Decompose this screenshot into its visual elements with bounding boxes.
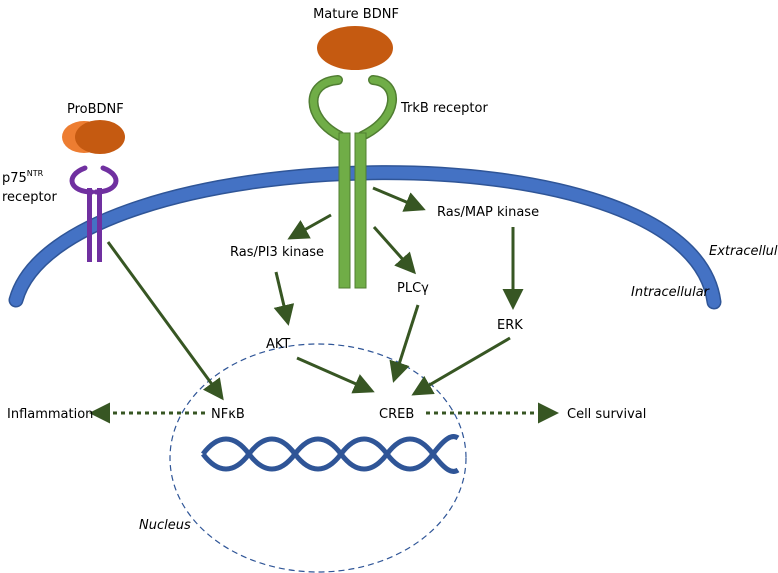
arrow-erk-to-creb [411, 336, 511, 396]
extracellular-label: Extracellular [709, 244, 778, 259]
arrow-trkb-to-ras-pi3 [287, 213, 332, 240]
p75-receptor-word-label: receptor [2, 190, 58, 205]
arrow-plc-to-creb [389, 304, 420, 383]
ras-pi3-kinase-label: Ras/PI3 kinase [230, 245, 324, 260]
creb-label: CREB [379, 407, 414, 422]
plc-gamma-label: PLCγ [397, 281, 429, 296]
nucleus-label: Nucleus [139, 518, 191, 533]
erk-label: ERK [497, 318, 523, 333]
intracellular-label: Intracellular [631, 285, 711, 300]
cell-survival-label: Cell survival [567, 407, 646, 422]
probdnf-label: ProBDNF [67, 102, 124, 117]
nfkb-label: NFκB [211, 407, 245, 422]
probdnf-ligand [62, 120, 125, 154]
ras-map-kinase-label: Ras/MAP kinase [437, 205, 539, 220]
p75-receptor [69, 165, 119, 262]
mature-bdnf-label: Mature BDNF [313, 7, 399, 22]
arrow-trkb-to-ras-map [372, 186, 426, 212]
arrow-akt-to-creb [296, 356, 375, 394]
dna-helix-icon [201, 434, 460, 474]
mature-bdnf-ligand [317, 26, 393, 70]
p75-superscript: NTR [27, 169, 44, 178]
nucleus-outline [169, 343, 467, 573]
signaling-arrows [106, 186, 524, 401]
arrow-trkb-to-plc [372, 226, 416, 275]
arrow-ras-pi3-to-akt [273, 271, 295, 326]
trkb-receptor-label: TrkB receptor [400, 101, 488, 116]
trkb-receptor [308, 75, 398, 289]
inflammation-label: Inflammation [7, 407, 93, 422]
cell-membrane-fill [10, 166, 720, 308]
arrow-p75-to-nfkb [106, 241, 224, 401]
p75-label: p75NTR [2, 169, 44, 186]
akt-label: AKT [266, 337, 290, 352]
